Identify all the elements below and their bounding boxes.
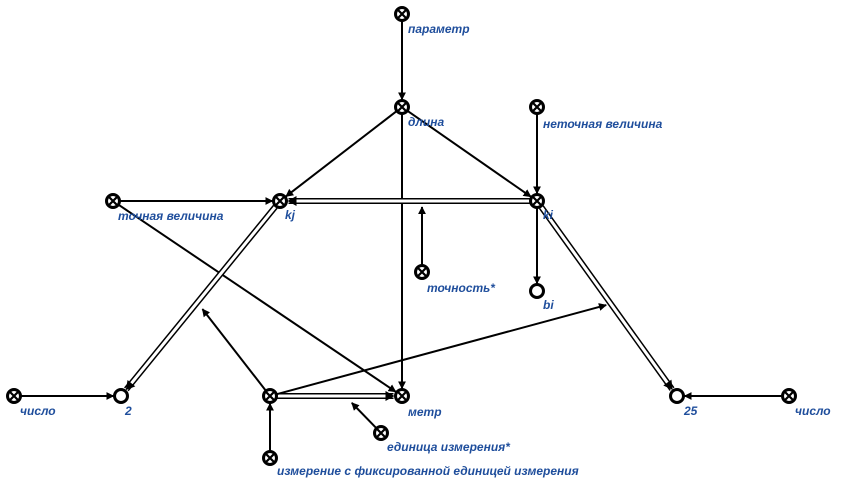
node-tochnost [414,264,430,280]
label-bi: bi [543,298,554,312]
node-tochnaya [105,193,121,209]
node-metr [394,388,410,404]
node-parametr [394,6,410,22]
label-chislo-right: число [795,404,831,418]
node-izm-node [262,388,278,404]
label-izm-fiks: измерение с фиксированной единицей измер… [277,464,579,478]
label-twentyfive: 25 [683,404,698,418]
edge-dlina-to-kj [285,110,397,198]
node-ki [529,193,545,209]
node-izm-fiks [262,450,278,466]
label-edinitsa: единица измерения* [387,440,511,454]
label-two: 2 [124,404,132,418]
edge-izm-node-to-metr [277,391,395,401]
nodes-layer [6,6,797,466]
node-edinitsa [373,425,389,441]
edges-layer [21,21,782,451]
label-parametr: параметр [408,22,470,36]
node-netochnaya [529,99,545,115]
label-ki: ki [543,208,554,222]
edge-izm-node-to-pair-ki-25 [276,303,607,396]
edge-edinitsa-to-pair-izm-metr [351,402,377,429]
node-two [113,388,129,404]
node-kj [272,193,288,209]
label-tochnaya: точная величина [118,209,224,223]
label-metr: метр [408,405,442,419]
edge-dlina-to-ki [407,110,532,198]
node-chislo-right [781,388,797,404]
label-chislo-left: число [20,404,56,418]
labels-layer: параметр длина неточная величина точная … [20,22,831,478]
edge-ki-to-kj [287,196,530,206]
label-dlina: длина [408,115,444,129]
label-netochnaya: неточная величина [543,117,663,131]
label-kj: kj [285,208,296,222]
node-twentyfive [669,388,685,404]
node-bi [529,283,545,299]
node-dlina [394,99,410,115]
edge-tochnaya-to-metr [118,204,397,393]
node-chislo-left [6,388,22,404]
edge-kj-to-two [124,204,278,392]
label-tochnost: точность* [427,281,496,295]
edge-ki-to-twentyfive [538,205,675,391]
edge-izm-node-to-pair-kj-two [201,308,267,391]
